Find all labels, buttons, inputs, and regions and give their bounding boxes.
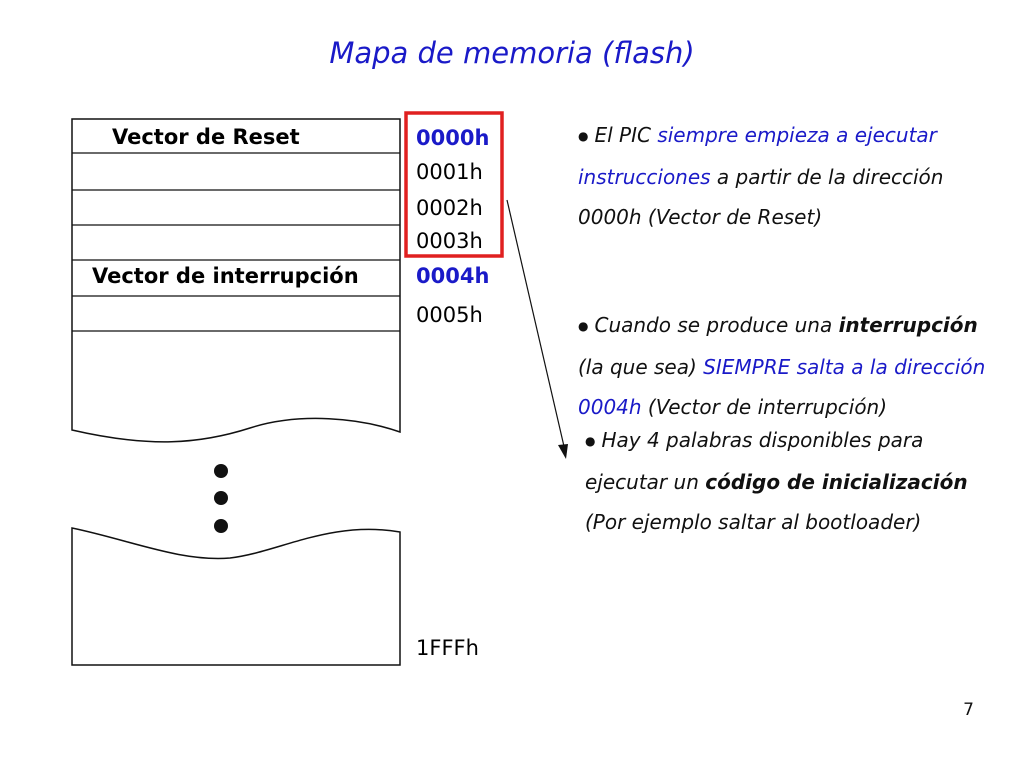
ellipsis-dot xyxy=(214,519,228,533)
highlight-box xyxy=(404,111,504,258)
address-label: 0001h xyxy=(416,160,483,184)
bullet-icon: ● xyxy=(578,319,589,334)
bullet-icon: ● xyxy=(585,434,596,449)
note-text: Cuando se produce una xyxy=(594,313,839,337)
cell-label-reset-vector: Vector de Reset xyxy=(112,125,300,149)
arrow-head xyxy=(558,444,568,459)
memory-block-upper xyxy=(71,118,401,443)
address-label: 0004h xyxy=(416,264,489,288)
note-init-code: ●Hay 4 palabras disponibles para ejecuta… xyxy=(585,420,985,543)
note-text: Hay 4 palabras disponibles para ejecutar… xyxy=(585,428,924,494)
pointer-arrow xyxy=(506,199,567,456)
ellipsis-dot xyxy=(214,464,228,478)
note-text: (Por ejemplo saltar al bootloader) xyxy=(585,510,922,535)
note-highlight: SIEMPRE salta a la dirección 0004h xyxy=(578,354,986,420)
note-highlight: siempre empieza a ejecutar instrucciones xyxy=(578,123,937,189)
ellipsis-dot xyxy=(214,491,228,505)
address-label: 0002h xyxy=(416,196,483,220)
note-interrupt: ● Cuando se produce una interrupción (la … xyxy=(578,305,988,428)
end-address-label: 1FFFh xyxy=(416,636,479,660)
note-text: El PIC xyxy=(594,123,658,147)
bullet-icon: ● xyxy=(578,129,589,144)
note-text: a partir de la dirección 0000h (Vector d… xyxy=(578,164,944,230)
address-label: 0000h xyxy=(416,126,489,150)
note-text: (la que sea) xyxy=(578,354,704,379)
address-label: 0005h xyxy=(416,303,483,327)
page-number: 7 xyxy=(963,700,974,720)
note-text: (Vector de interrupción) xyxy=(641,395,888,420)
cell-label-interrupt-vector: Vector de interrupción xyxy=(92,264,359,288)
address-label: 0003h xyxy=(416,229,483,253)
memory-block-lower xyxy=(71,527,401,666)
note-bold: interrupción xyxy=(838,313,978,337)
note-reset: ● El PIC siempre empieza a ejecutar instr… xyxy=(578,115,983,238)
slide-title: Mapa de memoria (flash) xyxy=(329,36,695,70)
note-bold: código de inicialización xyxy=(705,469,968,494)
